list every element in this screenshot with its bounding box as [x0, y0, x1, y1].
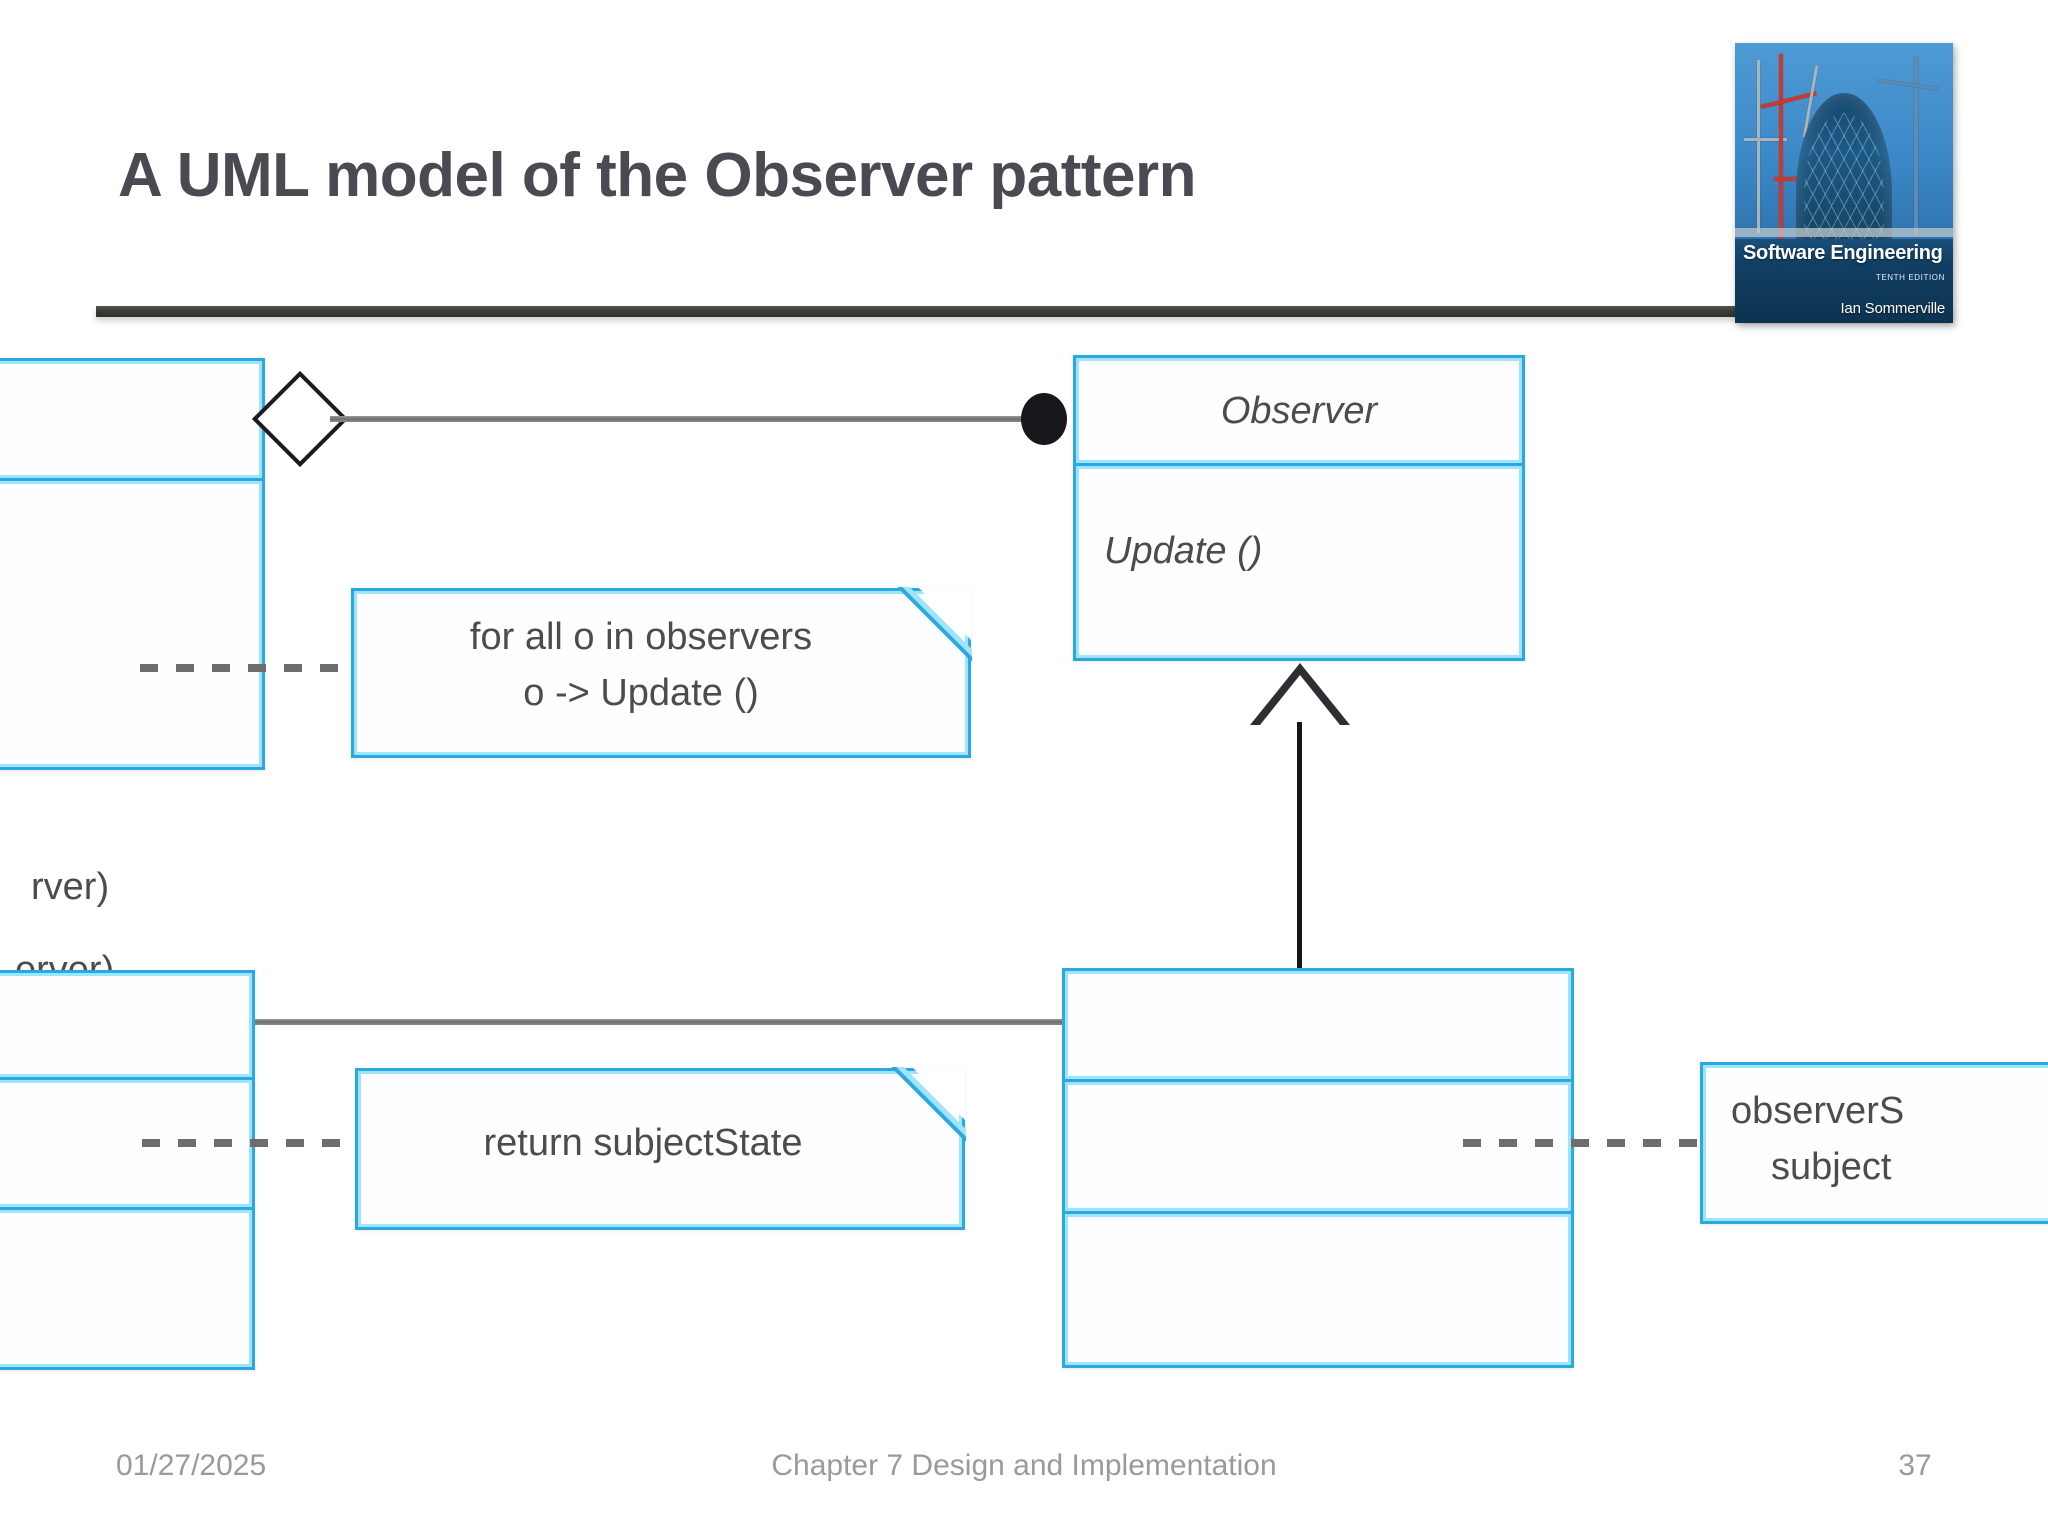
crane-jib-icon [1743, 138, 1788, 142]
crane-mast-icon [1778, 54, 1783, 245]
footer-chapter-label: Chapter 7 Design and Implementation [771, 1449, 1277, 1482]
crane-mast-icon [1913, 57, 1918, 237]
book-cover-ground [1735, 239, 1953, 323]
generalization-line [1297, 722, 1302, 972]
footer-date: 01/27/2025 [116, 1449, 267, 1482]
note-anchor-dashed-line [140, 664, 350, 672]
uml-compartment-divider [1076, 463, 1522, 466]
uml-note-observer-state-line2: subject [1771, 1146, 1892, 1188]
uml-note-get-state: return subjectState [355, 1067, 966, 1230]
uml-compartment-divider [1065, 1079, 1571, 1082]
uml-compartment-divider [1065, 1211, 1571, 1214]
uml-note-observer-state-line1: observerS [1731, 1090, 1905, 1132]
association-line [255, 1019, 1065, 1025]
uml-note-observer-state: observerS subject [1700, 1062, 2048, 1224]
book-cover-edition: TENTH EDITION [1875, 272, 1945, 282]
title-divider-rule [96, 306, 1952, 317]
gherkin-building-icon [1796, 93, 1892, 256]
uml-note-notify-line1: for all o in observers [469, 616, 813, 658]
uml-compartment-divider [0, 1207, 252, 1210]
uml-class-concrete-observer: ConcreteObserver Update () observerState [1062, 968, 1574, 1368]
uml-compartment-divider [0, 478, 262, 481]
aggregation-line [330, 416, 1050, 422]
note-anchor-dashed-line [1463, 1139, 1708, 1147]
note-fold-corner-icon [913, 1068, 965, 1120]
multiplicity-filled-circle-icon [1021, 393, 1067, 445]
crane-mast-icon [1756, 59, 1760, 234]
uml-compartment-divider [0, 1077, 252, 1080]
uml-observer-class-name: Observer [1220, 390, 1378, 432]
uml-subject-operation-attach: rver) [31, 866, 110, 908]
book-cover-image: Software Engineering TENTH EDITION Ian S… [1735, 43, 1953, 323]
uml-observer-operation-update: Update () [1104, 530, 1263, 572]
note-anchor-dashed-line [142, 1139, 354, 1147]
book-cover-title: Software Engineering [1743, 241, 1943, 264]
uml-class-observer: Observer Update () [1073, 355, 1525, 661]
book-cover-author: Ian Sommerville [1840, 300, 1945, 317]
footer-page-number: 37 [1898, 1449, 1932, 1482]
page-title: A UML model of the Observer pattern [118, 141, 1197, 210]
uml-class-subject: rver) erver) [0, 358, 265, 991]
uml-note-notify: for all o in observers o -> Update () [351, 587, 972, 758]
uml-note-get-state-line1: return subjectState [483, 1122, 803, 1164]
generalization-triangle-icon [1250, 663, 1350, 725]
book-cover-horizon-line [1735, 227, 1953, 237]
uml-class-concrete-subject: ject [0, 970, 255, 1370]
uml-note-notify-line2: o -> Update () [523, 672, 759, 714]
